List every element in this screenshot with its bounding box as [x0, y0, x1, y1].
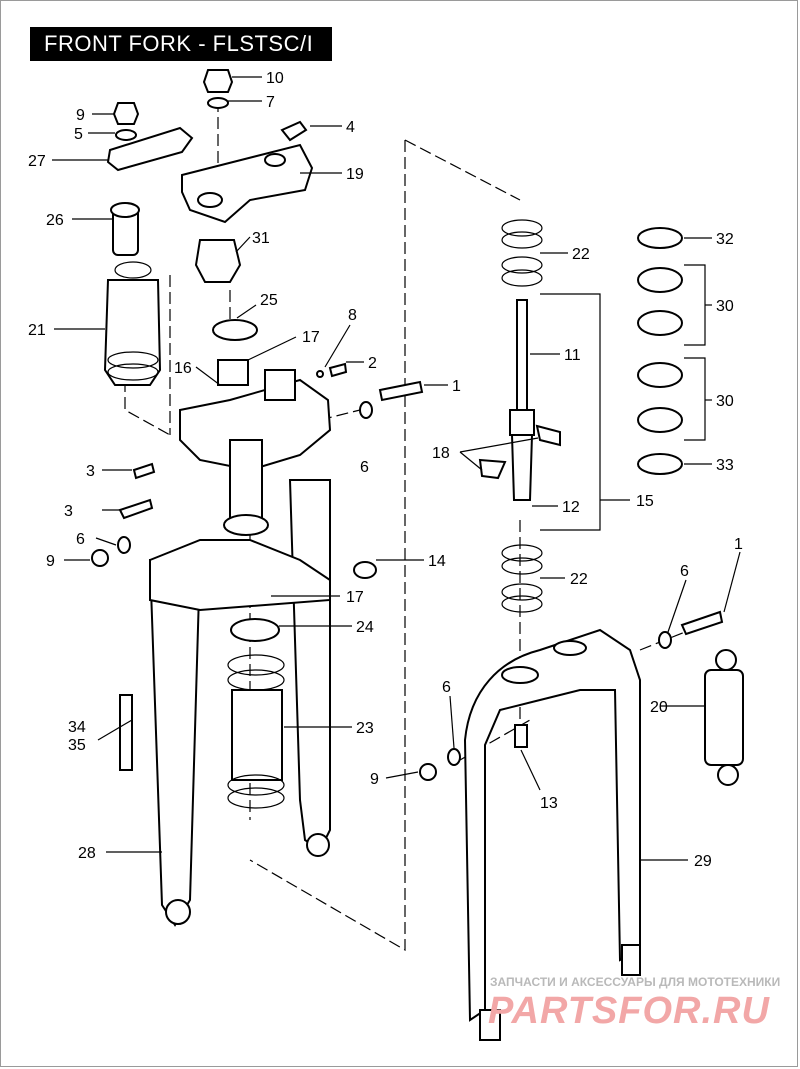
callout-6b: 6	[76, 531, 85, 548]
fork-bracket-29-group	[463, 628, 641, 1041]
acorn-nut-part-left	[112, 102, 140, 125]
callout-6c: 6	[680, 563, 689, 580]
callout-32: 32	[716, 231, 734, 248]
fork-leg-28-part	[148, 559, 202, 927]
decal-34-35-part	[119, 694, 133, 771]
collar-17-part	[217, 359, 249, 386]
clip-18b-part	[478, 458, 507, 480]
callout-26: 26	[46, 212, 64, 229]
fork-legs-group	[119, 479, 331, 927]
bolt-part	[280, 120, 308, 142]
callout-11: 11	[564, 347, 581, 364]
callout-12: 12	[562, 499, 580, 516]
watermark-text: ЗАПЧАСТИ И АКСЕССУАРЫ ДЛЯ МОТОТЕХНИКИ	[490, 975, 781, 989]
nut-31-part	[194, 239, 242, 283]
callout-6a: 6	[360, 459, 369, 476]
callout-29: 29	[694, 853, 712, 870]
callout-34: 34	[68, 719, 86, 736]
callout-17a: 17	[302, 329, 320, 346]
shaft-12-part	[510, 434, 534, 501]
small-hardware-group	[91, 362, 724, 781]
callout-20: 20	[650, 699, 668, 716]
callout-33: 33	[716, 457, 734, 474]
callout-1a: 1	[452, 378, 461, 395]
washer-part	[207, 97, 229, 109]
fork-boot-21-part	[103, 279, 162, 386]
watermark-logo: PARTSFOR.RU	[488, 990, 770, 1032]
callout-28: 28	[78, 845, 96, 862]
upper-clamp-group	[106, 69, 314, 341]
callout-8: 8	[348, 307, 357, 324]
shock-20-part	[704, 669, 744, 766]
callout-22b: 22	[570, 571, 588, 588]
plate-part	[106, 126, 194, 172]
callout-17b: 17	[346, 589, 364, 606]
shock-20-group	[704, 649, 744, 786]
assembly-dash-lines	[124, 100, 691, 952]
callout-18: 18	[432, 445, 450, 462]
fork-leg-right-part	[288, 479, 331, 852]
clip-18a-part	[535, 424, 561, 447]
spring-23-part	[231, 689, 283, 781]
callout-23: 23	[356, 720, 374, 737]
washer-25-part	[212, 319, 258, 341]
callout-6d: 6	[442, 679, 451, 696]
callout-21: 21	[28, 322, 46, 339]
callout-9c: 9	[370, 771, 379, 788]
callout-31: 31	[252, 230, 270, 247]
callout-16: 16	[174, 360, 192, 377]
washer-24-part	[230, 618, 280, 642]
callout-15: 15	[636, 493, 654, 510]
callout-30a: 30	[716, 298, 734, 315]
callout-2: 2	[368, 355, 377, 372]
upper-bracket-part	[181, 143, 314, 224]
stem-cap-part	[264, 369, 296, 401]
callout-4: 4	[346, 119, 355, 136]
callout-30b: 30	[716, 393, 734, 410]
callout-27: 27	[28, 153, 46, 170]
callout-14: 14	[428, 553, 446, 570]
spring-23-group	[227, 654, 285, 809]
callout-25: 25	[260, 292, 278, 309]
center-shaft-group	[478, 219, 561, 613]
bearing-part	[223, 514, 269, 536]
callout-3a: 3	[86, 463, 95, 480]
bearings-group	[637, 227, 683, 475]
shaft-11-part	[516, 299, 528, 411]
lower-bracket-group	[179, 359, 332, 642]
fork-boot-group	[103, 261, 162, 386]
callout-35: 35	[68, 737, 86, 754]
callout-1b: 1	[734, 536, 743, 553]
acorn-nut-part	[202, 69, 234, 93]
callout-9a: 9	[76, 107, 85, 124]
callout-19: 19	[346, 166, 364, 183]
callout-3b: 3	[64, 503, 73, 520]
callout-13: 13	[540, 795, 558, 812]
callout-9b: 9	[46, 553, 55, 570]
diagram-title: FRONT FORK - FLSTSC/I	[44, 31, 314, 56]
washer-part-left	[115, 129, 137, 141]
callout-7: 7	[266, 94, 275, 111]
callout-10: 10	[266, 70, 284, 87]
callout-22a: 22	[572, 246, 590, 263]
title-bar: FRONT FORK - FLSTSC/I	[30, 27, 332, 61]
leader-lines	[52, 76, 741, 861]
collar-part	[509, 409, 535, 436]
callout-labels: 10 7 9 5 4 27 19 26 31 22 32 25 30 21 17…	[28, 70, 743, 870]
bracket-29-part	[463, 628, 641, 1022]
callout-24: 24	[356, 619, 374, 636]
callout-5: 5	[74, 126, 83, 143]
